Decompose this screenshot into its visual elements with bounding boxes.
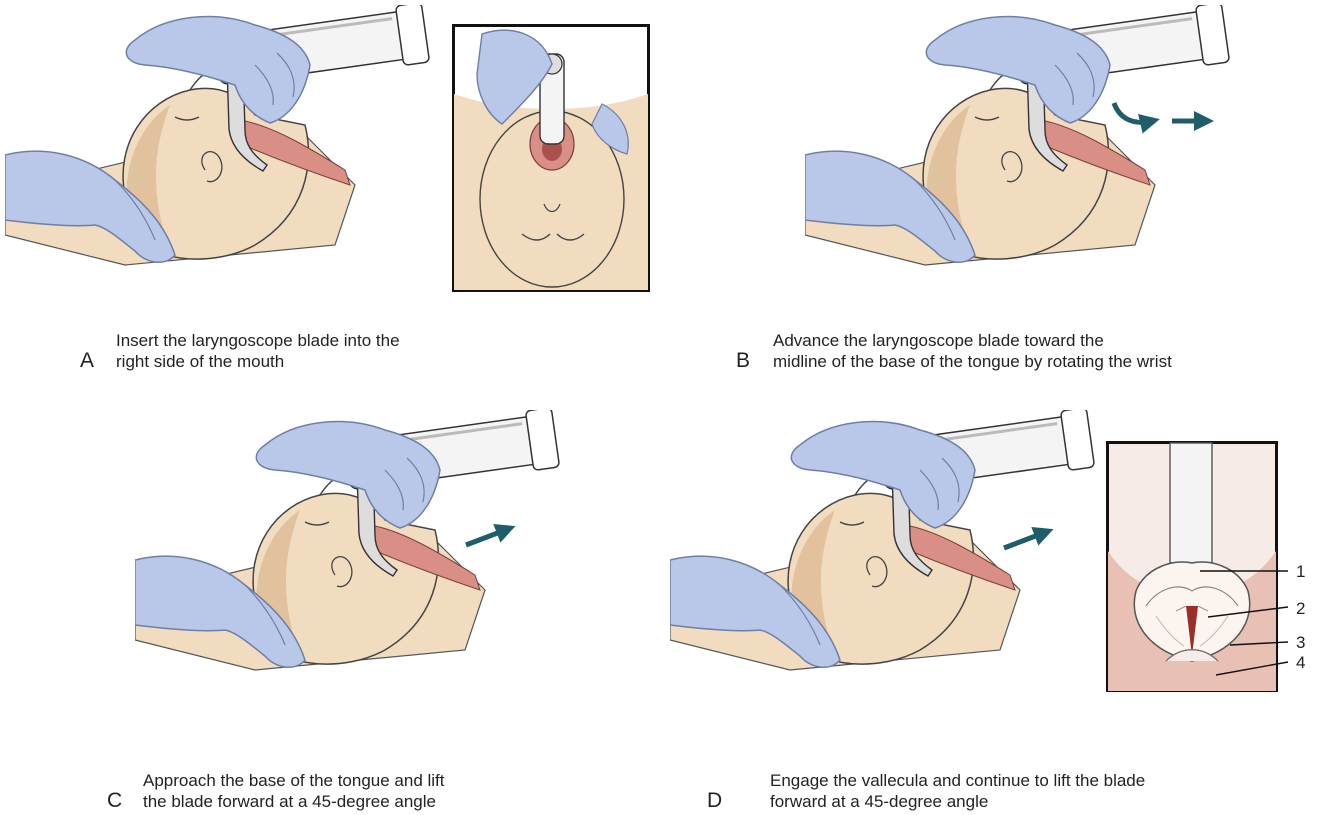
caption-d: Engage the vallecula and continue to lif… [770, 770, 1145, 812]
caption-a-line-1: Insert the laryngoscope blade into the [116, 330, 400, 351]
caption-b-line-2: midline of the base of the tongue by rot… [773, 351, 1172, 372]
panel-letter-b: B [736, 349, 750, 373]
caption-c: Approach the base of the tongue and lift… [143, 770, 445, 812]
panel-letter-a: A [80, 349, 94, 373]
callout-3: 3 [1296, 633, 1305, 653]
caption-b: Advance the laryngoscope blade toward th… [773, 330, 1172, 372]
inset-a-overhead-view [452, 24, 650, 292]
caption-d-line-2: forward at a 45-degree angle [770, 791, 1145, 812]
illustration-b [805, 5, 1235, 305]
callout-1: 1 [1296, 562, 1305, 582]
caption-d-line-1: Engage the vallecula and continue to lif… [770, 770, 1145, 791]
caption-c-line-1: Approach the base of the tongue and lift [143, 770, 445, 791]
rotation-arrows-b [1110, 95, 1220, 135]
caption-a: Insert the laryngoscope blade into the r… [116, 330, 400, 372]
panel-letter-c: C [107, 789, 122, 813]
callout-lines [1200, 555, 1300, 690]
caption-c-line-2: the blade forward at a 45-degree angle [143, 791, 445, 812]
lift-arrow-d [1000, 518, 1060, 558]
caption-a-line-2: right side of the mouth [116, 351, 400, 372]
lift-arrow-c [462, 515, 522, 555]
illustration-c [135, 410, 565, 710]
panel-letter-d: D [707, 789, 722, 813]
illustration-a [5, 5, 435, 305]
callout-2: 2 [1296, 599, 1305, 619]
illustration-d [670, 410, 1100, 710]
caption-b-line-1: Advance the laryngoscope blade toward th… [773, 330, 1172, 351]
callout-4: 4 [1296, 653, 1305, 673]
